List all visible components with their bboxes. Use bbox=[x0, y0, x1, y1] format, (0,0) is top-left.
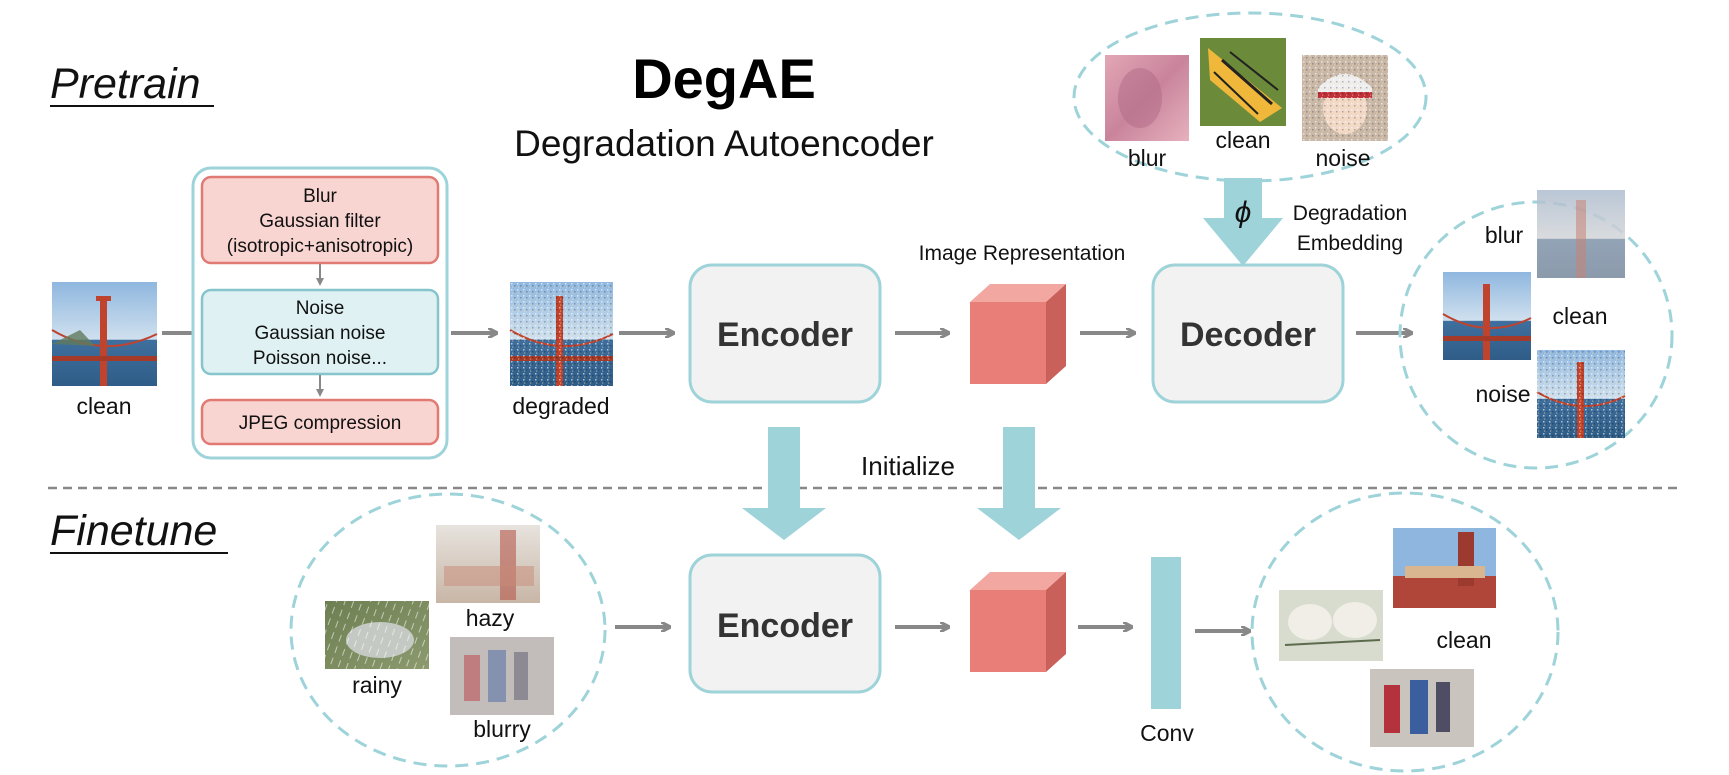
finetune-output-blurry-clean-image bbox=[1370, 669, 1474, 747]
finetune-output-rainy-clean-image bbox=[1279, 590, 1383, 661]
output-noise-label: noise bbox=[1476, 381, 1531, 407]
conv-label: Conv bbox=[1140, 720, 1194, 746]
finetune-outputs-cluster bbox=[1250, 491, 1560, 773]
stage-label-finetune: Finetune bbox=[50, 507, 217, 555]
embedding-noise-label: noise bbox=[1316, 145, 1371, 171]
pretrain-encoder-box bbox=[688, 263, 882, 404]
stage-label-pretrain: Pretrain bbox=[50, 60, 201, 108]
finetune-hazy-image bbox=[436, 525, 540, 603]
finetune-representation-cube bbox=[970, 572, 1066, 672]
embedding-clean-label: clean bbox=[1216, 127, 1271, 153]
deg-step-blur-line-1: Blur bbox=[303, 186, 337, 207]
clean-input-label: clean bbox=[77, 393, 132, 419]
embedding-blur-image bbox=[1105, 55, 1189, 141]
finetune-blurry-label: blurry bbox=[473, 716, 531, 742]
clean-input-image bbox=[51, 282, 158, 386]
finetune-inputs-cluster bbox=[289, 492, 607, 768]
finetune-rainy-image bbox=[325, 601, 429, 669]
finetune-output-clean-label: clean bbox=[1437, 627, 1492, 653]
deg-step-jpeg: JPEG compression bbox=[200, 398, 440, 446]
output-noise-image bbox=[1536, 350, 1626, 438]
deg-step-blur-line-2: Gaussian filter bbox=[259, 211, 381, 232]
conv-layer bbox=[1151, 557, 1181, 709]
output-clean-label: clean bbox=[1553, 303, 1608, 329]
finetune-output-hazy-clean-image bbox=[1393, 528, 1496, 608]
finetune-blurry-image bbox=[450, 637, 554, 715]
representation-cube bbox=[970, 284, 1066, 384]
deg-step-noise-line-2: Gaussian noise bbox=[255, 323, 386, 344]
embedding-symbol: ϕ bbox=[1235, 196, 1252, 229]
embedding-blur-label: blur bbox=[1128, 145, 1167, 171]
pretrain-outputs-cluster bbox=[1398, 200, 1674, 470]
output-clean-image bbox=[1442, 272, 1532, 360]
pretrain-encoder-label: Encoder bbox=[717, 316, 853, 354]
deg-step-noise-line-1: Noise bbox=[296, 298, 345, 319]
deg-step-noise: Noise Gaussian noise Poisson noise... bbox=[200, 288, 440, 376]
output-blur-label: blur bbox=[1485, 222, 1524, 248]
embedding-clean-image bbox=[1200, 38, 1286, 126]
embedding-noise-image bbox=[1302, 55, 1388, 141]
deg-step-blur-line-3: (isotropic+anisotropic) bbox=[227, 236, 413, 257]
embedding-label-line-2: Embedding bbox=[1297, 232, 1403, 255]
finetune-rainy-label: rainy bbox=[352, 672, 402, 698]
finetune-encoder-box bbox=[688, 553, 882, 694]
degraded-image bbox=[509, 282, 614, 386]
embedding-label-line-1: Degradation bbox=[1293, 202, 1407, 225]
diagram-title: DegAE bbox=[632, 47, 816, 110]
initialize-arrow-representation bbox=[977, 427, 1061, 540]
deg-step-noise-line-3: Poisson noise... bbox=[253, 348, 387, 369]
output-blur-image bbox=[1537, 190, 1625, 278]
deg-step-jpeg-line-1: JPEG compression bbox=[239, 413, 402, 434]
embedding-arrow bbox=[1203, 178, 1283, 266]
decoder-label: Decoder bbox=[1180, 316, 1316, 354]
degraded-label: degraded bbox=[512, 393, 609, 419]
diagram-subtitle: Degradation Autoencoder bbox=[514, 123, 934, 164]
finetune-hazy-label: hazy bbox=[466, 605, 515, 631]
initialize-arrow-encoder bbox=[742, 427, 826, 540]
representation-label: Image Representation bbox=[919, 242, 1126, 265]
finetune-encoder-label: Encoder bbox=[717, 607, 853, 645]
decoder-box bbox=[1151, 263, 1345, 404]
initialize-label: Initialize bbox=[861, 451, 955, 481]
deg-step-blur: Blur Gaussian filter (isotropic+anisotro… bbox=[200, 175, 440, 265]
